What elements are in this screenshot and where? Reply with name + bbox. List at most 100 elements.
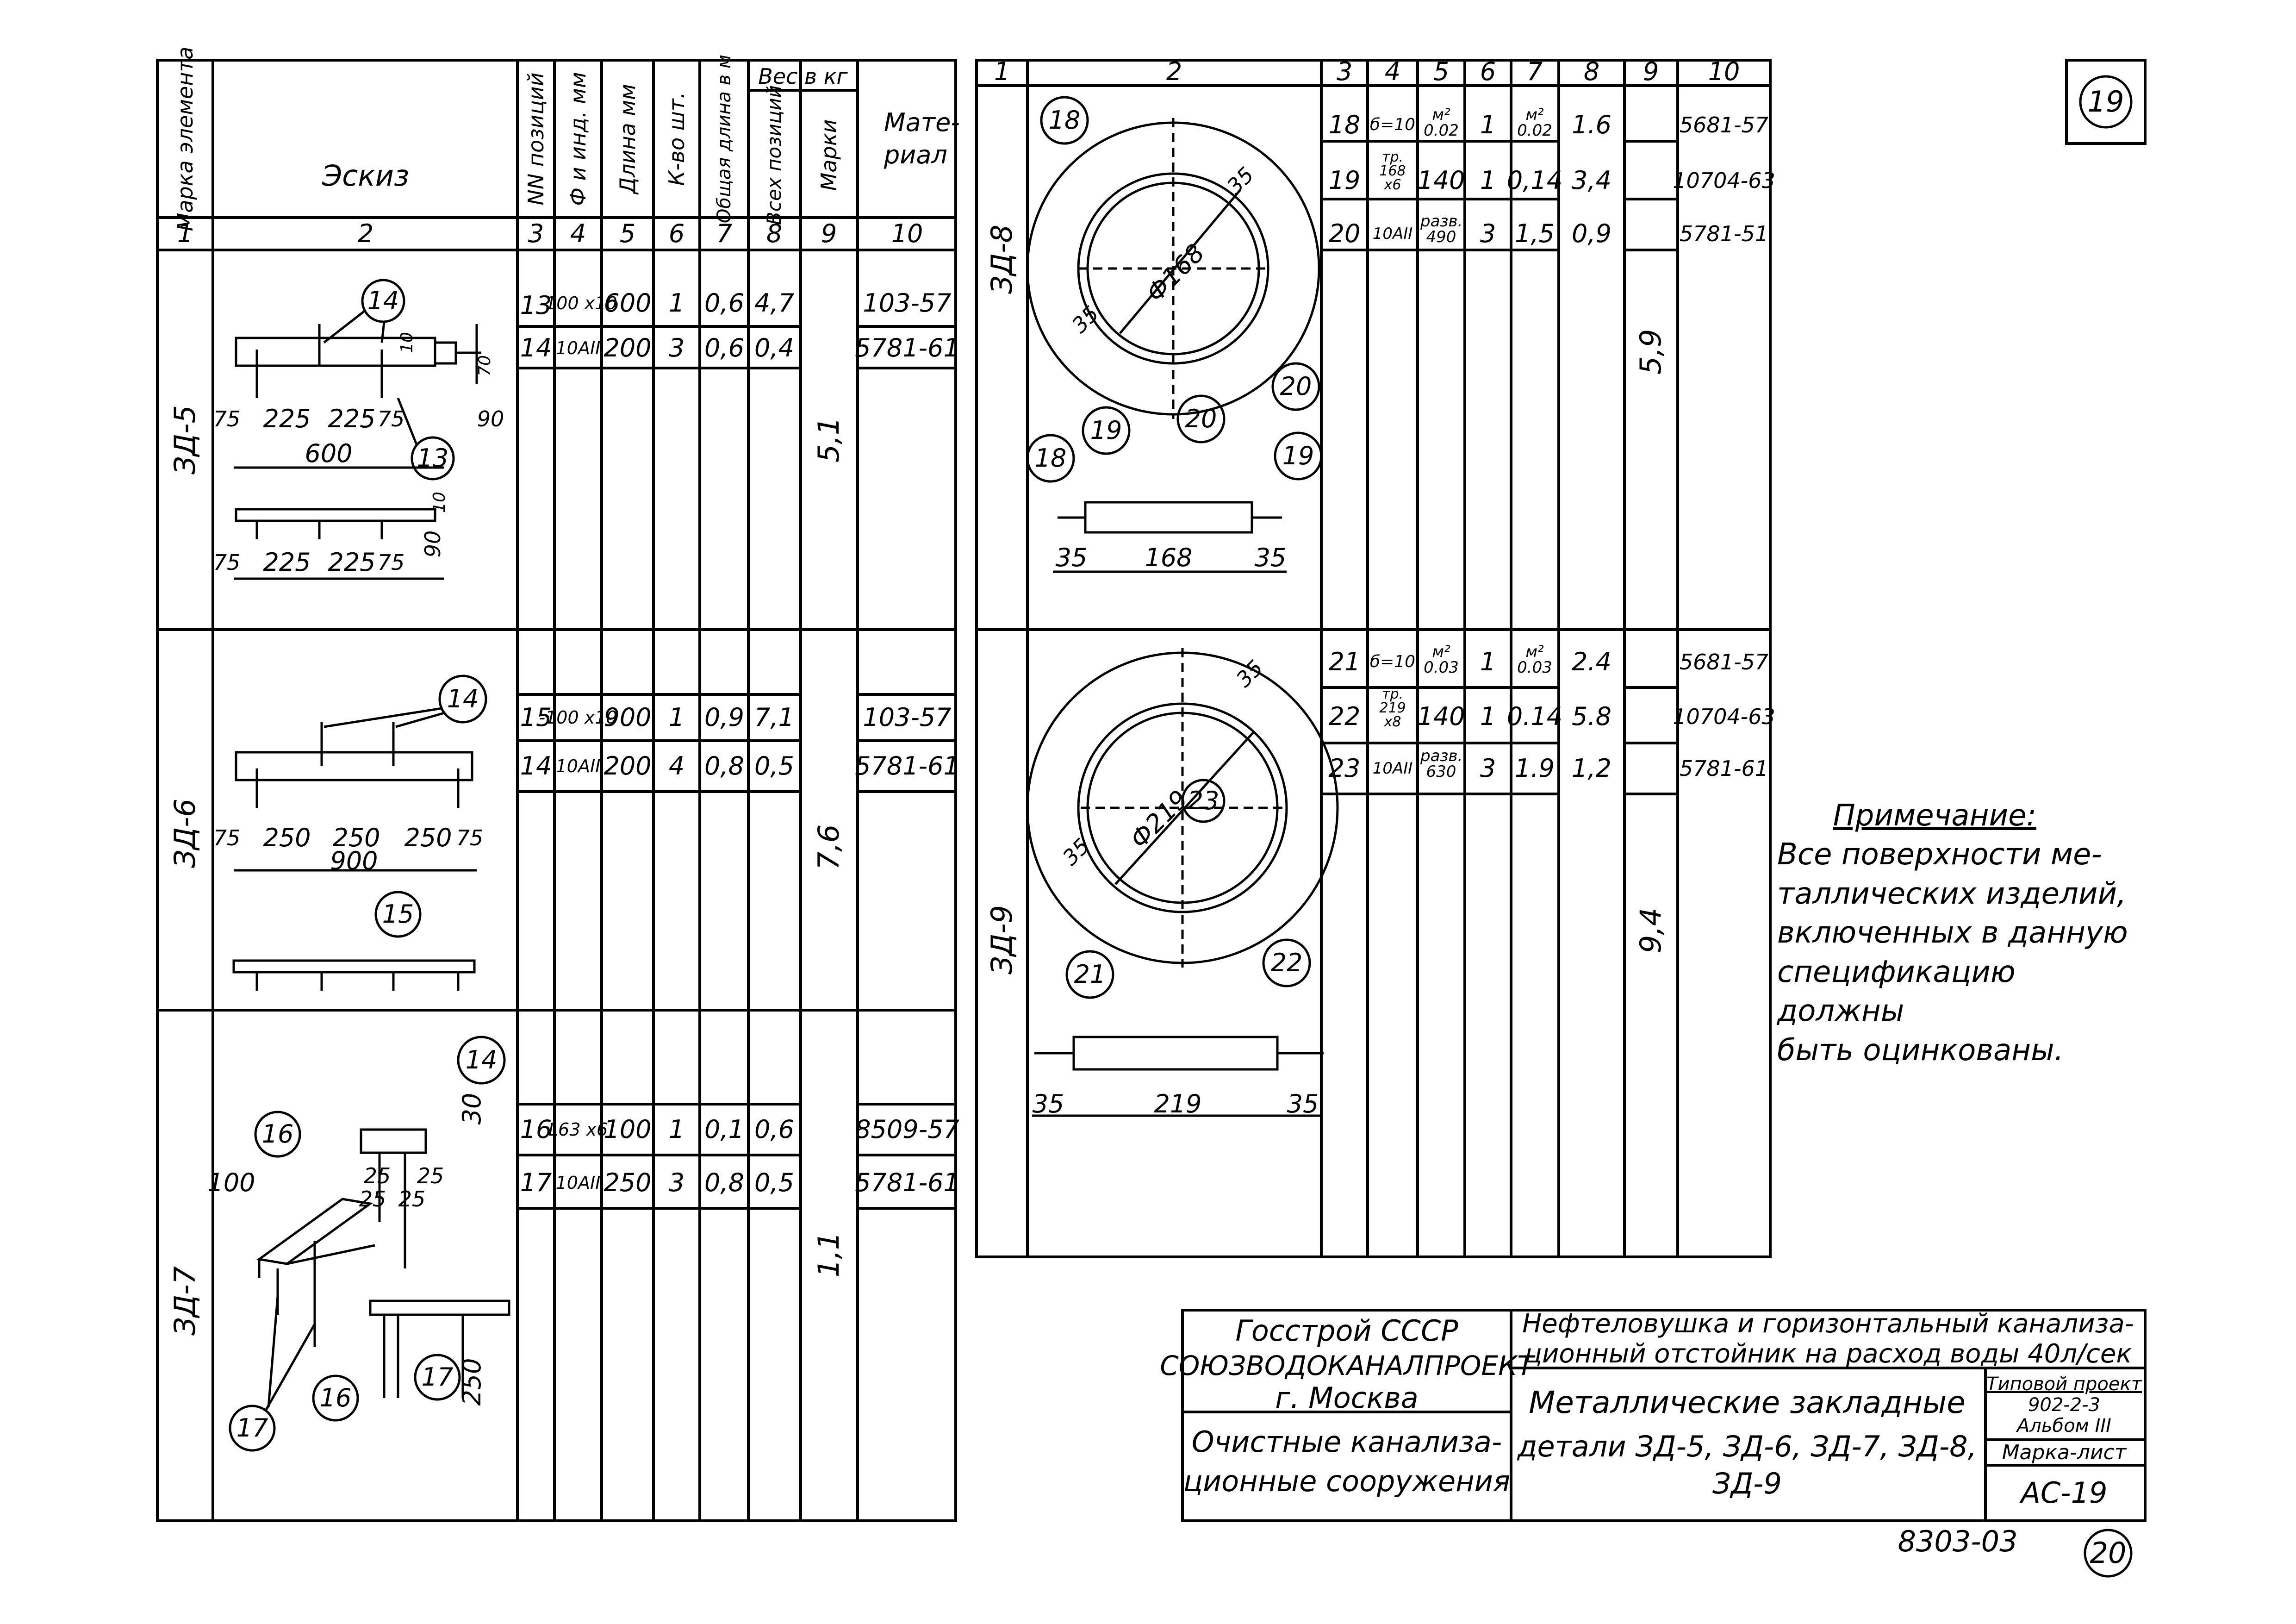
mark-zd9: ЗД-9 [985,905,1019,975]
row-total: 0,1 [704,1115,744,1144]
zd8-callout-18: 18 [1048,106,1081,135]
col-num-8: 8 [766,219,783,248]
zd6-total: 900 [330,846,378,875]
row-diam: -100 x10 [539,707,617,728]
row-pos: 15 [520,703,552,732]
row-diam: б=10 [1369,652,1416,671]
zd7-dim: 100 [207,1168,255,1197]
rcol-num-8: 8 [1583,57,1600,86]
zd7-dim: 25 [363,1163,391,1188]
row-qty: 1 [1480,110,1496,139]
row-total: 0,8 [704,1168,744,1197]
zd8-callout-20: 20 [1280,372,1312,401]
header-mat: Мате-риал [884,107,960,169]
mark-weight-zd8: 5,9 [1634,329,1668,375]
row-material: 8509-57 [855,1115,959,1144]
note-title: Примечание: [1833,799,2036,833]
zd7-callout-16: 16 [261,1119,294,1149]
header-len: Длина мм [615,84,640,194]
zd6-dim: 250 [404,823,452,852]
row-material: 5781-61 [855,751,959,781]
row-weight: 0,5 [754,751,794,781]
zd7-dim: 30 [457,1093,486,1125]
mark-weight-zd7: 1,1 [812,1231,846,1278]
row-len: 140 [1417,702,1465,731]
zd5-dim: 75 [213,406,241,431]
row-qty: 1 [668,703,685,732]
zd8-callout-18: 18 [1034,443,1067,473]
row-material: 5781-51 [1679,221,1769,246]
row-len: 600 [604,288,652,318]
row-pos: 21 [1328,647,1361,676]
row-diam: 10АII [1372,759,1413,778]
row-weight: 2.4 [1572,647,1612,676]
zd5-dim: 225 [263,404,311,433]
row-pos: 20 [1328,219,1361,248]
title-org2: СОЮЗВОДОКАНАЛПРОЕКТ [1160,1350,1534,1381]
row-pos: 17 [520,1168,552,1197]
row-weight: 3,4 [1572,166,1612,195]
row-diam: 10АII [1372,225,1413,243]
zd9-callout-22: 22 [1270,948,1303,977]
row-weight: 0,6 [754,1115,794,1144]
zd6-dim: 75 [456,825,484,850]
rcol-num-1: 1 [994,57,1010,86]
row-weight: 1.6 [1572,110,1612,139]
row-len: разв. 490 [1420,212,1463,246]
zd5-dim: 90 [477,406,504,431]
title-sub2: ционные сооружения [1183,1464,1511,1498]
zd5-dim: 225 [263,548,311,577]
row-diam: 10АII [555,1173,601,1193]
note-line: включенных в данную [1777,916,2128,950]
row-diam: тр. 168 x6 [1379,149,1406,193]
zd8-callout-19: 19 [1282,441,1314,470]
row-qty: 4 [668,751,685,781]
rcol-num-6: 6 [1480,57,1496,86]
zd5-dim: 70 [475,355,494,376]
zd9-dim: 35 [1032,1089,1064,1118]
mark-zd6: ЗД-6 [168,798,202,868]
zd7-callout-16: 16 [319,1383,352,1412]
title-project-line1: Нефтеловушка и горизонтальный канализа- [1522,1309,2134,1339]
title-sub1: Очистные канализа- [1191,1425,1502,1459]
row-qty: 3 [668,333,685,362]
col-num-5: 5 [619,219,636,248]
row-diam: 10АII [555,756,601,776]
zd5-callout-14: 14 [367,286,399,315]
note: Примечание: Все поверхности ме- талличес… [1777,796,2147,1070]
title-org3: г. Москва [1275,1381,1419,1415]
row-total: 0,6 [704,288,744,318]
row-weight: 0,9 [1572,219,1612,248]
rcol-num-10: 10 [1708,57,1740,86]
zd8-dim: 168 [1145,543,1193,572]
row-pos: 22 [1328,702,1361,731]
title-type-project-label: Типовой проект [1986,1374,2142,1395]
row-pos: 13 [520,291,552,320]
title-project-line2: ционный отстойник на расход воды 40л/сек [1524,1339,2132,1369]
row-pos: 23 [1328,754,1361,783]
row-len: м² 0.03 [1424,643,1459,677]
row-qty: 1 [1480,702,1496,731]
row-qty: 1 [1480,647,1496,676]
zd8-dim: 35 [1254,543,1287,572]
row-qty: 3 [1480,754,1496,783]
row-pos: 16 [520,1115,552,1144]
row-len: м² 0.02 [1424,106,1459,140]
mark-weight-zd6: 7,6 [812,824,846,870]
row-weight: 0,5 [754,1168,794,1197]
row-pos: 18 [1328,110,1361,139]
title-name-line1: Металлические закладные [1529,1385,1966,1420]
row-total: 0,8 [704,751,744,781]
header-weight: Вес в кг [758,64,848,89]
sheet-number-bottom: 20 [2090,1536,2127,1570]
header-eskiz: Эскиз [322,159,410,193]
title-name-line2: детали ЗД-5, ЗД-6, ЗД-7, ЗД-8, [1517,1430,1977,1463]
row-material: 5781-61 [1679,756,1769,781]
row-material: 103-57 [863,288,952,318]
header-total-len: Общая длина в м [714,54,735,224]
header-w-all: Всех позиций [763,85,785,225]
row-diam: 10АII [555,338,601,358]
col-num-3: 3 [528,219,544,248]
row-diam: б=10 [1369,115,1416,134]
